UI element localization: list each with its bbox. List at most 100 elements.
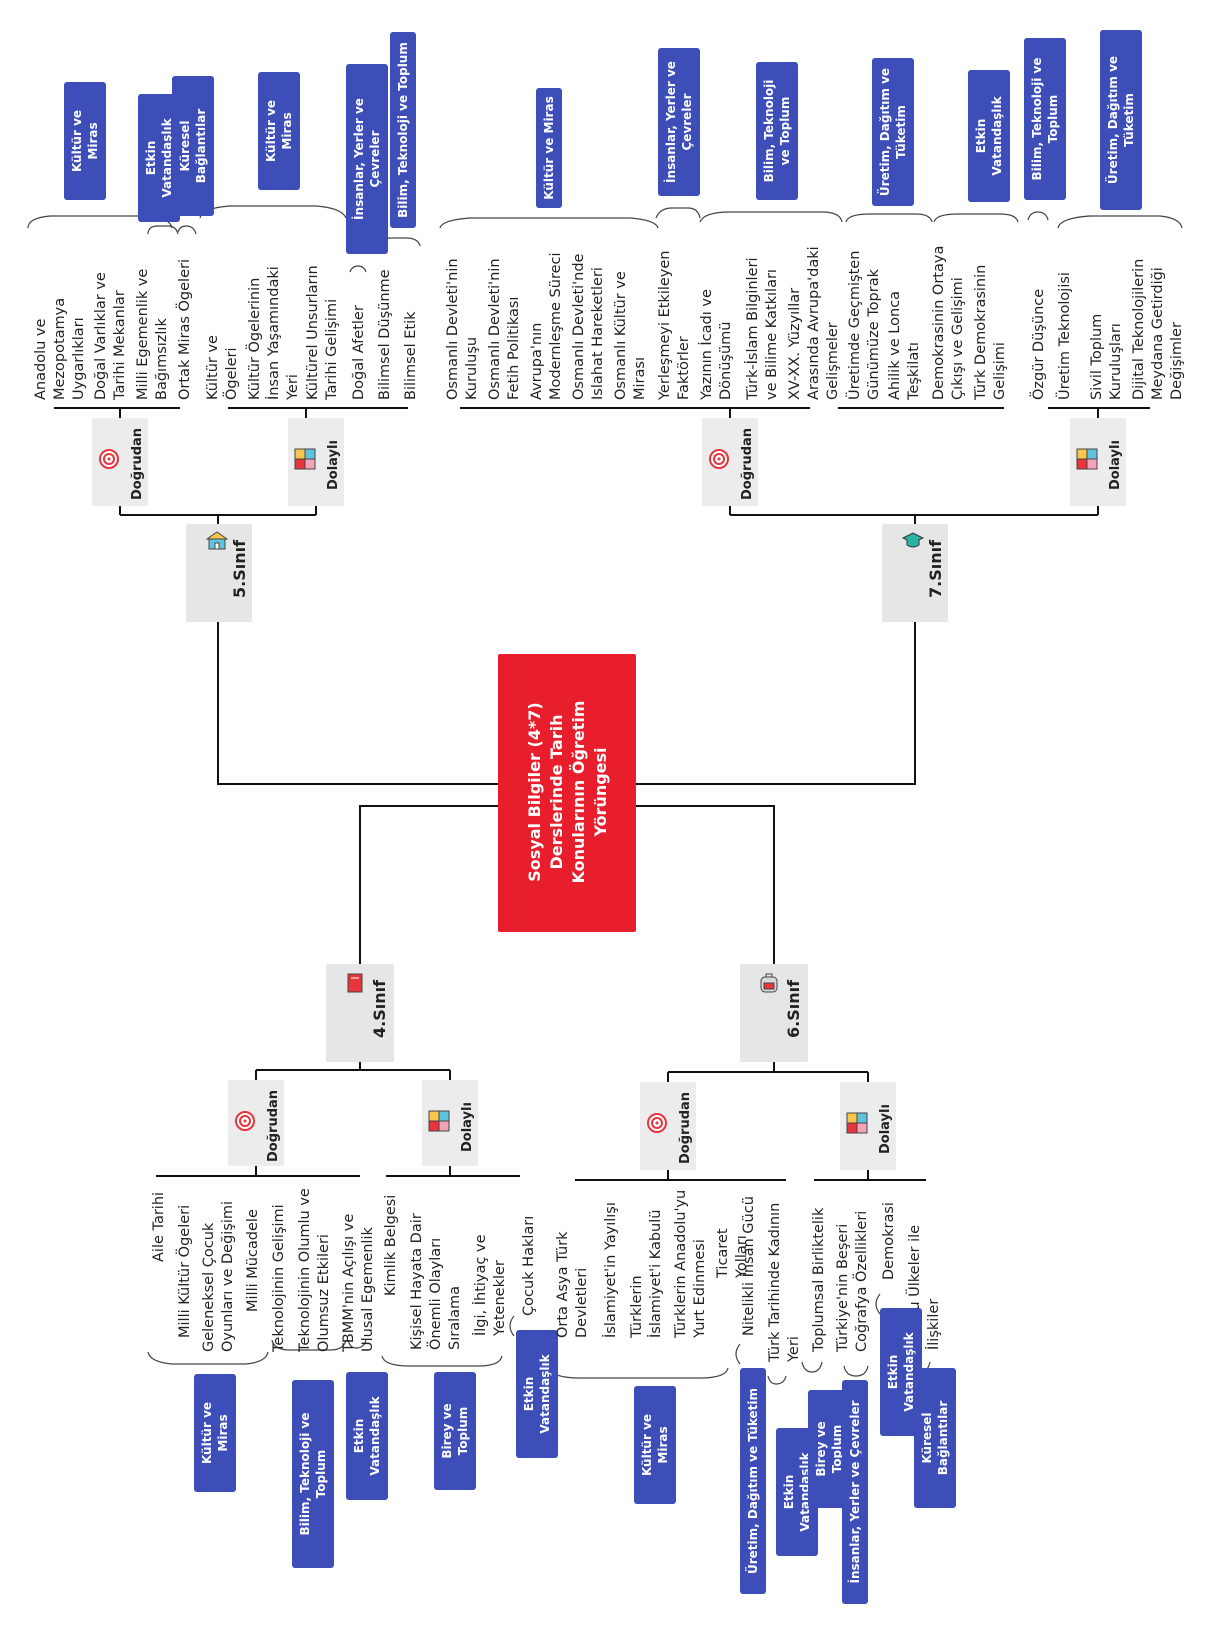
g4-direct-item: Milli Kültür Ögeleri: [177, 1204, 193, 1338]
g6-direct-item: Türklerin Anadolu'yu Yurt Edinmesi: [673, 1189, 708, 1338]
grade-4-label: 4.Sınıf: [370, 979, 389, 1038]
grade-node-7: 7.Sınıf: [882, 524, 948, 622]
g7-direct-node: Doğrudan: [702, 418, 758, 506]
g7-direct-theme-badge: Bilim, Teknoloji ve Toplum: [756, 62, 798, 200]
spine-g7-indirect: [838, 407, 1150, 418]
spine-g4-direct: [156, 1166, 360, 1177]
g4-indirect-label: Dolaylı: [460, 1102, 475, 1152]
g7-direct-item: Avrupa'nın Modernleşme Süreci: [529, 252, 564, 400]
g5-indirect-item: Kültür ve Ögeleri: [205, 335, 240, 400]
g7-indirect-item: Üretim Teknolojisi: [1057, 272, 1073, 400]
g7-direct-item: Osmanlı Devleti'nin Fetih Politikası: [487, 258, 522, 400]
g7-direct-item: Türk-İslam Bilginleri ve Bilime Katkılar…: [745, 257, 780, 401]
g5-indirect-theme-badge: Bilim, Teknoloji ve Toplum: [390, 32, 416, 228]
g4-direct-theme-badge: Kültür ve Miras: [194, 1374, 236, 1492]
g6-indirect-item: Türkiye'nin Beşeri Coğrafya Özellikleri: [835, 1210, 870, 1352]
g7-direct-item: Üretimde Geçmişten Günümüze Toprak: [847, 250, 882, 400]
g6-direct-item: Nitelikli İnsan Gücü: [741, 1196, 757, 1336]
g4-indirect-theme-badge: Etkin Vatandaşlık: [516, 1330, 558, 1458]
puzzle-icon: [428, 1110, 450, 1132]
g4-direct-theme-badge: Etkin Vatandaşlık: [346, 1372, 388, 1500]
g6-direct-item: Türk Tarihinde Kadının Yeri: [767, 1202, 802, 1362]
g5-indirect-node: Dolaylı: [288, 418, 344, 506]
grade-7-label: 7.Sınıf: [926, 539, 945, 598]
g5-indirect-item: Doğal Afetler: [351, 305, 367, 400]
g7-direct-item: Ahilik ve Lonca Teşkilatı: [887, 290, 922, 400]
central-topic-title: Sosyal Bilgiler (4*7) Derslerinde Tarih …: [525, 700, 610, 884]
g5-direct-theme-badge: Küresel Bağlantılar: [172, 76, 214, 216]
target-icon: [99, 449, 119, 469]
spine-g5-direct: [54, 407, 180, 418]
g7-direct-item: Türk Demokrasinin Gelişimi: [973, 264, 1008, 400]
g6-direct-item: İslamiyet'in Yayılışı: [603, 1202, 619, 1338]
connector-center-g4: [359, 805, 498, 964]
g7-direct-theme-badge: Üretim, Dağıtım ve Tüketim: [872, 58, 914, 206]
g7-indirect-theme-badge: Bilim, Teknoloji ve Toplum: [1024, 38, 1066, 200]
connector-center-g6: [636, 805, 775, 964]
g5-direct-item: Ortak Miras Ögeleri: [177, 259, 193, 400]
g6-indirect-theme-badge: İnsanlar, Yerler ve Çevreler: [842, 1380, 868, 1604]
puzzle-icon: [846, 1112, 868, 1134]
connector-center-g7: [636, 622, 916, 785]
g4-direct-item: Aile Tarihi: [151, 1191, 167, 1262]
g5-direct-item: Doğal Varlıklar ve Tarihi Mekanlar: [93, 272, 128, 400]
grade-6-label: 6.Sınıf: [784, 979, 803, 1038]
g7-indirect-theme-badge: Üretim, Dağıtım ve Tüketim: [1100, 30, 1142, 210]
target-icon: [709, 449, 729, 469]
g5-indirect-label: Dolaylı: [326, 440, 341, 490]
g7-direct-label: Doğrudan: [740, 427, 755, 500]
g5-direct-node: Doğrudan: [92, 418, 148, 506]
g5-indirect-item: Kültürel Unsurların Tarihi Gelişimi: [305, 265, 340, 400]
target-icon: [647, 1113, 667, 1133]
g4-direct-item: Teknolojinin Olumlu ve Olumsuz Etkileri: [297, 1188, 332, 1352]
grade-5-label: 5.Sınıf: [230, 539, 249, 598]
g7-indirect-item: Sivil Toplum Kuruluşları: [1089, 313, 1124, 400]
g4-direct-node: Doğrudan: [228, 1080, 284, 1166]
g4-direct-item: Geleneksel Çocuk Oyunları ve Değişimi: [201, 1200, 236, 1352]
g4-indirect-item: Kimlik Belgesi: [383, 1194, 399, 1296]
g4-indirect-item: Çocuk Hakları: [521, 1215, 537, 1316]
g4-indirect-theme-badge: Birey ve Toplum: [434, 1372, 476, 1490]
g4-indirect-item: Kişisel Hayata Dair Önemli Olayları Sıra…: [409, 1213, 463, 1350]
g5-direct-label: Doğrudan: [130, 427, 145, 500]
g7-direct-item: XV-XX. Yüzyıllar Arasında Avrupa'daki Ge…: [787, 246, 841, 400]
g6-indirect-label: Dolaylı: [878, 1104, 893, 1154]
g7-indirect-item: Özgür Düşünce: [1031, 288, 1047, 400]
spine-g6-indirect: [814, 1170, 926, 1181]
g5-indirect-item: Kültür Ögelerinin İnsan Yaşamındaki Yeri: [247, 266, 301, 400]
g6-indirect-theme-badge: Küresel Bağlantılar: [914, 1368, 956, 1508]
g7-indirect-item: Dijital Teknolojilerin Meydana Getirdiği…: [1131, 258, 1185, 400]
g7-direct-item: Yazının İcadı ve Dönüşümü: [699, 289, 734, 400]
g4-direct-item: Teknolojinin Gelişimi: [271, 1204, 287, 1352]
connector-g7-kinds: [729, 506, 1099, 524]
g6-indirect-item: Toplumsal Birliktelik: [811, 1207, 827, 1352]
book-icon: [347, 973, 363, 993]
g5-direct-item: Anadolu ve Mezopotamya Uygarlıkları: [33, 297, 87, 400]
g6-direct-item: Türklerin İslamiyet'i Kabulü: [629, 1209, 664, 1338]
spine-g6-direct: [575, 1170, 786, 1181]
g7-direct-item: Osmanlı Kültür ve Mirası: [613, 271, 648, 400]
g6-direct-theme-badge: Kültür ve Miras: [634, 1386, 676, 1504]
g5-direct-item: Milli Egemenlik ve Bağımsızlık: [135, 268, 170, 400]
g4-indirect-node: Dolaylı: [422, 1080, 478, 1166]
central-topic: Sosyal Bilgiler (4*7) Derslerinde Tarih …: [498, 654, 636, 932]
g4-direct-item: TBMM'nin Açılışı ve Ulusal Egemenlik: [341, 1213, 376, 1352]
g7-direct-item: Demokrasinin Ortaya Çıkışı ve Gelişimi: [931, 245, 966, 400]
connector-g4-kinds: [255, 1062, 451, 1080]
g6-direct-node: Doğrudan: [640, 1082, 696, 1170]
connector-g6-kinds: [667, 1062, 869, 1082]
graduation-cap-icon: [902, 532, 924, 548]
connector-g5-kinds: [119, 506, 317, 524]
g5-indirect-item: Bilimsel Etik: [403, 311, 419, 400]
g7-direct-theme-badge: İnsanlar, Yerler ve Çevreler: [658, 48, 700, 196]
g7-direct-theme-badge: Kültür ve Miras: [536, 88, 562, 208]
g7-direct-item: Osmanlı Devleti'nin Kuruluşu: [445, 258, 480, 400]
g6-indirect-item: Demokrasi: [881, 1202, 897, 1280]
g7-indirect-label: Dolaylı: [1108, 440, 1123, 490]
connector-center-g5: [217, 622, 498, 785]
target-icon: [235, 1111, 255, 1131]
g4-direct-item: Milli Mücadele: [245, 1209, 261, 1312]
backpack-icon: [760, 973, 778, 993]
